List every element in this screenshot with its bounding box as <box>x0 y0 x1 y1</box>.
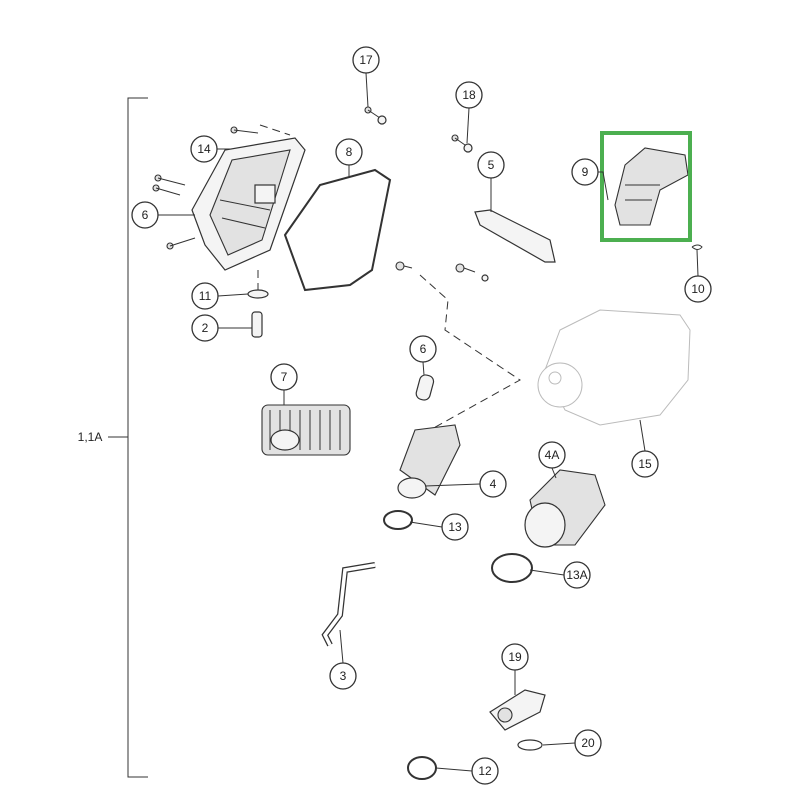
callout-label: 13A <box>566 568 587 582</box>
plate-part <box>489 689 546 731</box>
bolt-17 <box>364 106 387 125</box>
o-ring-part <box>517 739 543 751</box>
gasket-part <box>283 168 392 292</box>
group-label: 1,1A <box>78 430 103 444</box>
callout-18[interactable]: 18 <box>455 81 483 109</box>
callout-15[interactable]: 15 <box>631 450 659 478</box>
callout-4a[interactable]: 4A <box>538 441 566 469</box>
callout-label: 17 <box>359 53 373 67</box>
callout-label: 10 <box>691 282 705 296</box>
callout-3[interactable]: 3 <box>329 662 357 690</box>
drain-plug-part <box>251 311 263 338</box>
bracket-part <box>474 209 556 263</box>
clip-part <box>247 289 269 299</box>
callout-label: 13 <box>448 520 462 534</box>
callout-13[interactable]: 13 <box>441 513 469 541</box>
callout-label: 3 <box>340 669 347 683</box>
callout-label: 7 <box>281 370 288 384</box>
callout-label: 15 <box>638 457 652 471</box>
callout-label: 11 <box>199 289 212 303</box>
callout-9[interactable]: 9 <box>571 158 599 186</box>
callout-label: 9 <box>582 165 589 179</box>
callout-label: 18 <box>462 88 476 102</box>
leader-lines <box>158 72 699 772</box>
callout-12[interactable]: 12 <box>471 757 499 785</box>
bolts-mid <box>395 261 521 431</box>
clip-10-part <box>691 244 703 250</box>
throttle-housing-part <box>537 309 691 426</box>
callout-label: 6 <box>420 342 427 356</box>
clamp-13-part <box>383 510 413 530</box>
callout-label: 8 <box>346 145 353 159</box>
air-filter-part <box>261 404 351 456</box>
callout-label: 14 <box>197 142 211 156</box>
screws <box>152 124 291 250</box>
callout-11[interactable]: 11 <box>191 282 219 310</box>
callout-label: 20 <box>581 736 595 750</box>
callout-5[interactable]: 5 <box>477 151 505 179</box>
adapter-4a-part <box>524 469 606 548</box>
group-bracket: 1,1A <box>78 97 148 778</box>
callout-6-plug[interactable]: 6 <box>409 335 437 363</box>
bolt-18 <box>451 134 473 153</box>
highlight-box <box>600 131 692 242</box>
plug-part <box>415 374 435 401</box>
callout-label: 19 <box>508 650 522 664</box>
callout-19[interactable]: 19 <box>501 643 529 671</box>
callout-4[interactable]: 4 <box>479 470 507 498</box>
callout-14[interactable]: 14 <box>190 135 218 163</box>
callout-label: 12 <box>478 764 492 778</box>
callout-6-cover[interactable]: 6 <box>131 201 159 229</box>
callout-17[interactable]: 17 <box>352 46 380 74</box>
callout-label: 4A <box>545 448 560 462</box>
callout-20[interactable]: 20 <box>574 729 602 757</box>
intake-boot-part <box>397 424 461 499</box>
clamp-12-part <box>407 756 437 780</box>
intake-duct-9-part <box>614 147 689 226</box>
callout-label: 5 <box>488 158 495 172</box>
airbox-cover-part <box>191 137 306 271</box>
callout-label: 4 <box>490 477 497 491</box>
callout-8[interactable]: 8 <box>335 138 363 166</box>
clamp-13a-part <box>491 553 533 583</box>
callout-label: 2 <box>202 321 209 335</box>
callout-13a[interactable]: 13A <box>563 561 591 589</box>
callout-7[interactable]: 7 <box>270 363 298 391</box>
callout-2[interactable]: 2 <box>191 314 219 342</box>
callout-label: 6 <box>142 208 149 222</box>
callout-10[interactable]: 10 <box>684 275 712 303</box>
hose-part <box>321 562 376 647</box>
